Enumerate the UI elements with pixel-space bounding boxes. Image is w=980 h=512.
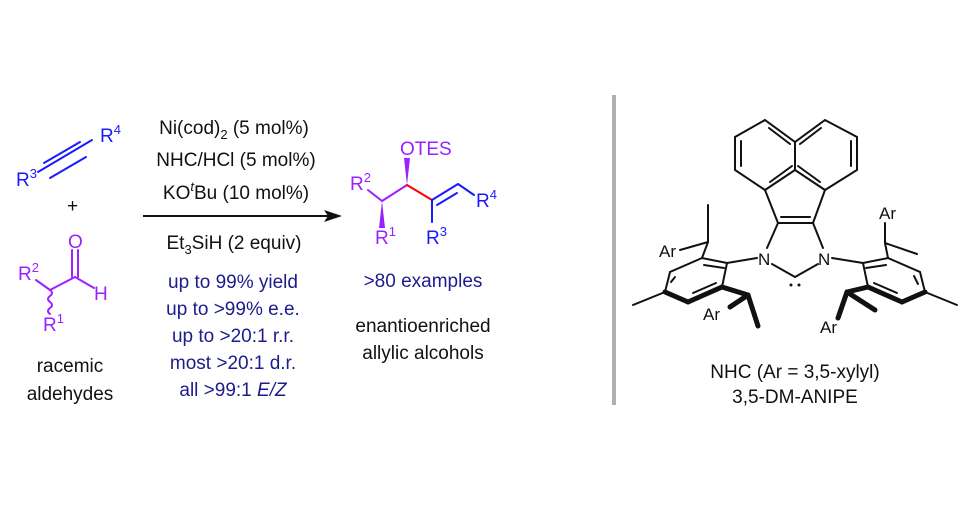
aldehyde-h-label: H: [94, 284, 108, 305]
alkyne-r4-label: R4: [100, 122, 121, 147]
product-caption-1: enantioenriched: [355, 316, 490, 337]
result-yield: up to 99% yield: [168, 272, 298, 293]
result-ee: up to >99% e.e.: [166, 299, 300, 320]
product-structure: OTES R2 R1 R3 R4: [350, 139, 497, 249]
lone-pair-dot: [797, 283, 801, 287]
plus-sign: +: [67, 196, 78, 217]
result-ez: all >99:1 E/Z: [179, 380, 288, 401]
condition-catalyst: Ni(cod)2 (5 mol%): [159, 118, 309, 142]
lone-pair-dot: [789, 283, 793, 287]
condition-reductant: Et3SiH (2 equiv): [166, 233, 301, 257]
product-caption-2: allylic alcohols: [362, 343, 483, 364]
product-r1-label: R1: [375, 224, 396, 249]
result-dr: most >20:1 d.r.: [170, 353, 296, 374]
product-r2-label: R2: [350, 170, 371, 195]
nhc-ar-label: Ar: [703, 305, 720, 324]
condition-ligand: NHC/HCl (5 mol%): [156, 150, 315, 171]
product-otes-label: OTES: [400, 139, 452, 160]
examples-count: >80 examples: [364, 271, 483, 292]
aldehyde-r1-label: R1: [43, 311, 64, 336]
nhc-structure: N N Ar Ar Ar Ar: [632, 118, 958, 337]
alkyne-r3-label: R3: [16, 166, 37, 191]
nhc-ar-label: Ar: [820, 318, 837, 337]
reaction-arrow: [143, 210, 342, 222]
reaction-conditions: Ni(cod)2 (5 mol%) NHC/HCl (5 mol%) KOtBu…: [156, 118, 315, 401]
alkyne-structure: R4 R3: [16, 122, 121, 191]
aldehyde-r2-label: R2: [18, 260, 39, 285]
nhc-n-right: N: [818, 250, 830, 269]
nhc-ar-label: Ar: [879, 204, 896, 223]
product-r4-label: R4: [476, 187, 497, 212]
aldehyde-caption-1: racemic: [37, 356, 104, 377]
nhc-ar-label: Ar: [659, 242, 676, 261]
aldehyde-caption-2: aldehydes: [27, 384, 114, 405]
product-r3-label: R3: [426, 224, 447, 249]
aldehyde-structure: O H R2 R1: [18, 232, 108, 336]
nhc-caption-2: 3,5-DM-ANIPE: [732, 387, 858, 408]
nhc-caption-1: NHC (Ar = 3,5-xylyl): [710, 362, 879, 383]
nhc-n-left: N: [758, 250, 770, 269]
aldehyde-o-label: O: [68, 232, 83, 253]
condition-base: KOtBu (10 mol%): [163, 179, 309, 204]
result-rr: up to >20:1 r.r.: [172, 326, 294, 347]
